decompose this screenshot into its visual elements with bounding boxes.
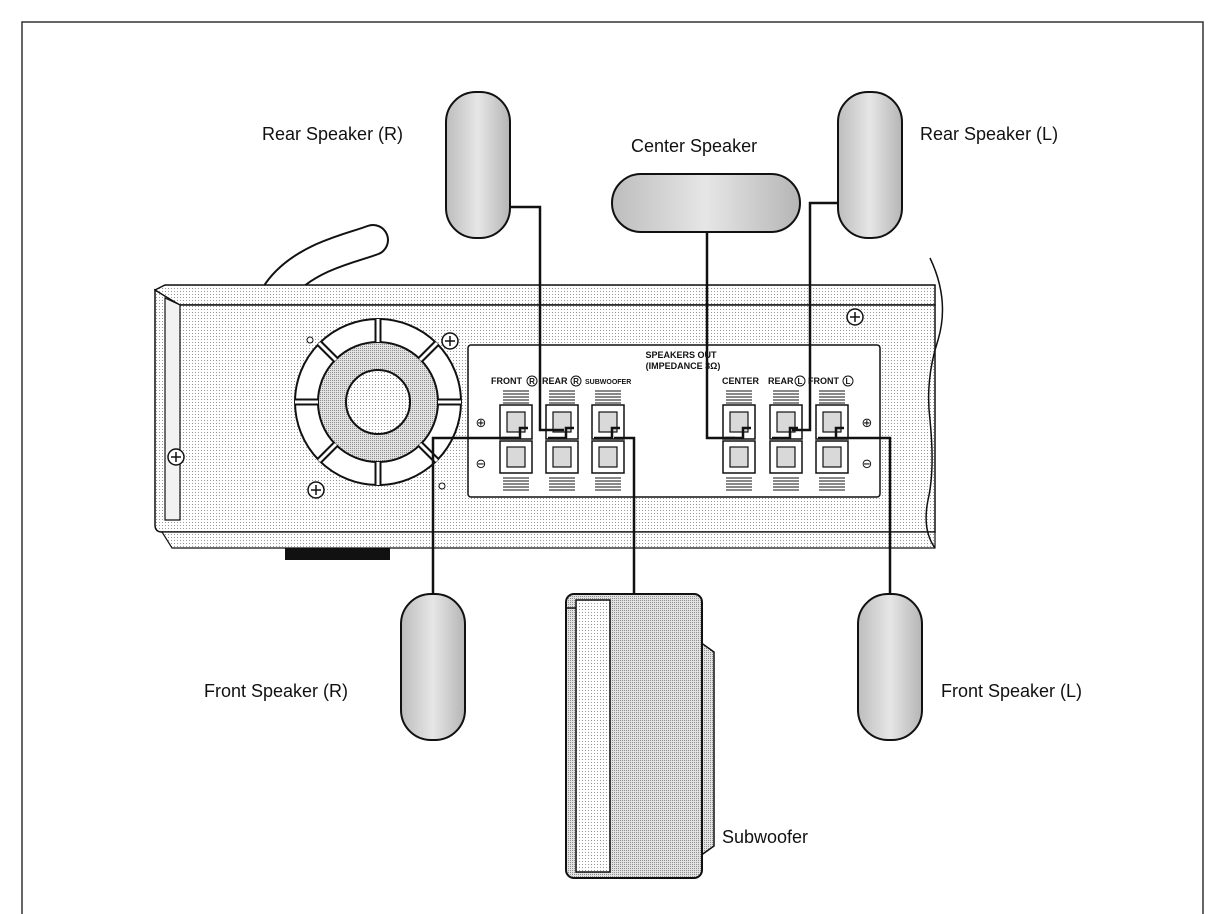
- minus-icon: ⊖: [476, 457, 487, 472]
- screw-icon: [307, 481, 325, 499]
- panel-title: SPEAKERS OUT: [645, 350, 717, 360]
- label-front-speaker-l: Front Speaker (L): [941, 681, 1082, 701]
- receiver-unit: SPEAKERS OUT (IMPEDANCE 3Ω) FRONT R REAR…: [153, 224, 944, 560]
- terminal-block: [499, 390, 849, 491]
- label-center-speaker: Center Speaker: [631, 136, 757, 156]
- label-subwoofer: SUBWOOFER: [585, 379, 631, 386]
- front-speaker-l: [857, 593, 923, 741]
- svg-text:R: R: [573, 377, 579, 386]
- center-speaker: [611, 173, 801, 233]
- svg-text:R: R: [529, 377, 535, 386]
- front-speaker-r: [400, 593, 466, 741]
- screw-icon: [846, 308, 864, 326]
- label-front-r: FRONT: [491, 376, 522, 386]
- plus-icon: ⊕: [476, 416, 487, 431]
- label-rear-l: REAR: [768, 376, 794, 386]
- speaker-cables: [431, 201, 892, 594]
- terminal-rear-r: [545, 390, 579, 491]
- label-front-speaker-r: Front Speaker (R): [204, 681, 348, 701]
- terminal-rear-l: [769, 390, 803, 491]
- page-frame: [21, 21, 1204, 914]
- label-center: CENTER: [722, 376, 760, 386]
- rear-speaker-l: [837, 91, 903, 239]
- label-rear-r: REAR: [542, 376, 568, 386]
- terminal-front-r: [499, 390, 533, 491]
- screw-icon: [167, 448, 185, 466]
- label-rear-speaker-l: Rear Speaker (L): [920, 124, 1058, 144]
- terminal-front-l: [815, 390, 849, 491]
- panel-impedance: (IMPEDANCE 3Ω): [646, 361, 721, 371]
- plus-icon: ⊕: [862, 416, 873, 431]
- subwoofer-box: [565, 593, 715, 879]
- terminal-center: [722, 390, 756, 491]
- terminal-subwoofer: [591, 390, 625, 491]
- screw-icon: [441, 332, 459, 350]
- rear-speaker-r: [445, 91, 511, 239]
- svg-text:L: L: [798, 377, 803, 386]
- fan-grille-icon: [294, 318, 462, 486]
- label-front-l: FRONT: [808, 376, 839, 386]
- svg-text:L: L: [846, 377, 851, 386]
- label-rear-speaker-r: Rear Speaker (R): [262, 124, 403, 144]
- minus-icon: ⊖: [862, 457, 873, 472]
- label-subwoofer: Subwoofer: [722, 827, 808, 847]
